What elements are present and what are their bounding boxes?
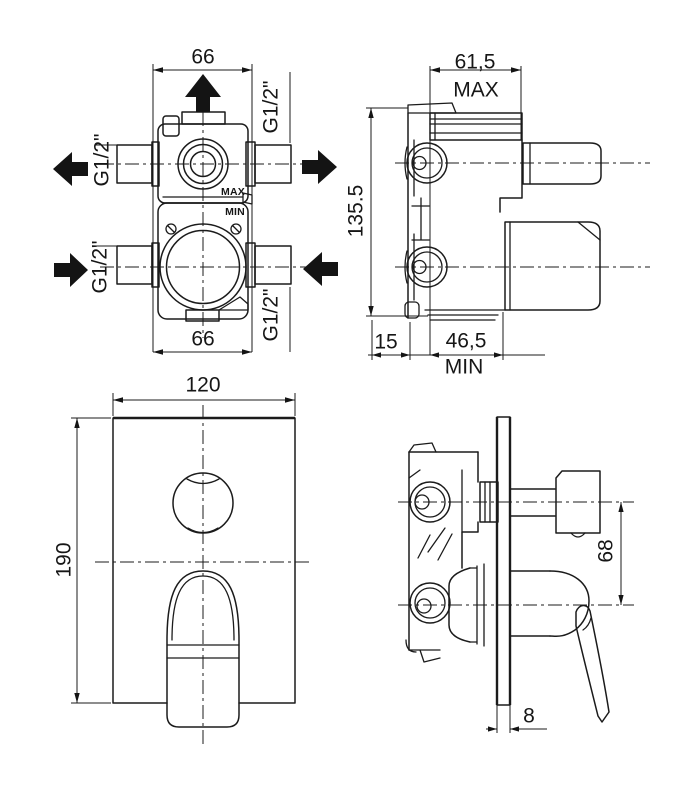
flow-arrow-inlet-right-icon: [303, 252, 338, 286]
dim-label-depth-max: 61,5: [454, 50, 496, 74]
side-port-lower: [409, 582, 451, 624]
dimension-120: [112, 393, 296, 416]
dim-label-port-spacing: 68: [594, 539, 618, 563]
pipe-right-lower: [254, 245, 292, 285]
dim-label-depth-min: 46,5: [445, 329, 487, 353]
upper-stem-flange: [479, 481, 499, 523]
dim-label-plate-height: 190: [52, 542, 76, 578]
valve-body-front: [116, 111, 292, 322]
side-port-upper: [406, 142, 448, 184]
thread-label-left-upper: G1/2": [90, 133, 114, 187]
min-plane-label: MIN: [444, 355, 484, 379]
dim-label-plate-width: 120: [185, 373, 221, 397]
max-plane-label: MAX: [453, 78, 499, 102]
dimension-66: [95, 64, 291, 355]
dimension-135-5: [366, 107, 428, 317]
dim-label-width-top: 66: [191, 45, 215, 69]
valve-body-behind-wall: [405, 442, 499, 663]
trim-front-view: [71, 393, 313, 748]
flow-arrow-up-icon: [185, 74, 221, 112]
rough-in-front-view: [53, 64, 338, 355]
screw-right: [230, 223, 242, 235]
mixer-handle-front: [166, 570, 240, 728]
upper-port-outer: [177, 138, 229, 190]
max-marking: MAX: [221, 185, 245, 198]
dim-label-height: 135.5: [344, 184, 368, 238]
valve-body-side: [404, 102, 602, 321]
lower-escutcheon-cone: [448, 563, 485, 647]
trim-side-view: [398, 416, 634, 733]
diverter-knob-side: [510, 470, 601, 538]
upper-stub: [522, 142, 602, 185]
dimension-61-5: [429, 66, 522, 355]
dim-label-plate-thickness: 8: [523, 704, 535, 728]
lower-stub: [504, 221, 601, 311]
handle-lever: [575, 604, 610, 723]
dimension-15-and-46-5: [368, 312, 545, 360]
min-marking: MIN: [225, 205, 245, 218]
flow-arrow-inlet-left-icon: [54, 253, 88, 287]
trim-plate: [112, 416, 296, 704]
pipe-left-lower: [116, 245, 153, 285]
thread-label-bottom-right: G1/2": [259, 288, 283, 342]
rough-in-side-view: [366, 66, 650, 360]
dim-label-wall-offset: 15: [374, 330, 398, 354]
wall-plate-side: [495, 416, 512, 706]
dimension-190: [71, 417, 111, 704]
thread-label-left-lower: G1/2": [88, 240, 112, 294]
side-port-upper: [409, 481, 451, 523]
flow-arrow-right-icon: [302, 150, 337, 184]
flow-arrow-left-icon: [53, 152, 88, 186]
screw-left: [165, 223, 177, 235]
dim-label-width-bottom: 66: [191, 327, 215, 351]
mixer-handle-side: [510, 570, 610, 723]
dimension-8: [486, 705, 547, 733]
dimension-68: [618, 502, 624, 605]
diverter-button: [172, 472, 234, 534]
side-port-lower: [406, 246, 448, 288]
flow-arrows: [53, 74, 338, 287]
thread-label-top-right: G1/2": [259, 80, 283, 134]
